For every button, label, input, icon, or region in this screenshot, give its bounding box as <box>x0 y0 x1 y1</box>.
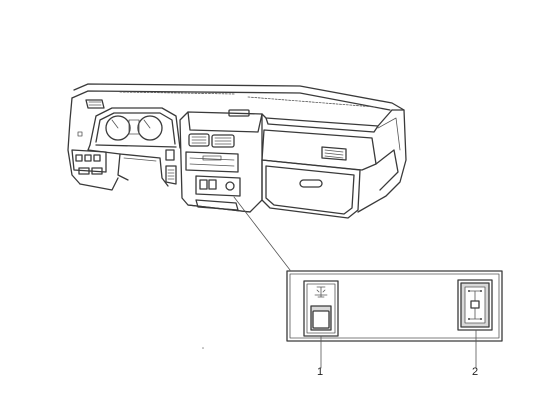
callout-label-2: 2 <box>472 366 479 378</box>
detail-inset <box>286 270 503 369</box>
four-wheel-drive-indicator-icon <box>457 279 493 331</box>
leader-line <box>233 196 291 271</box>
callout-label-1: 1 <box>317 366 324 378</box>
dashboard-illustration <box>67 83 407 219</box>
rocker-switch-icon <box>303 280 339 337</box>
stray-mark <box>202 347 204 349</box>
